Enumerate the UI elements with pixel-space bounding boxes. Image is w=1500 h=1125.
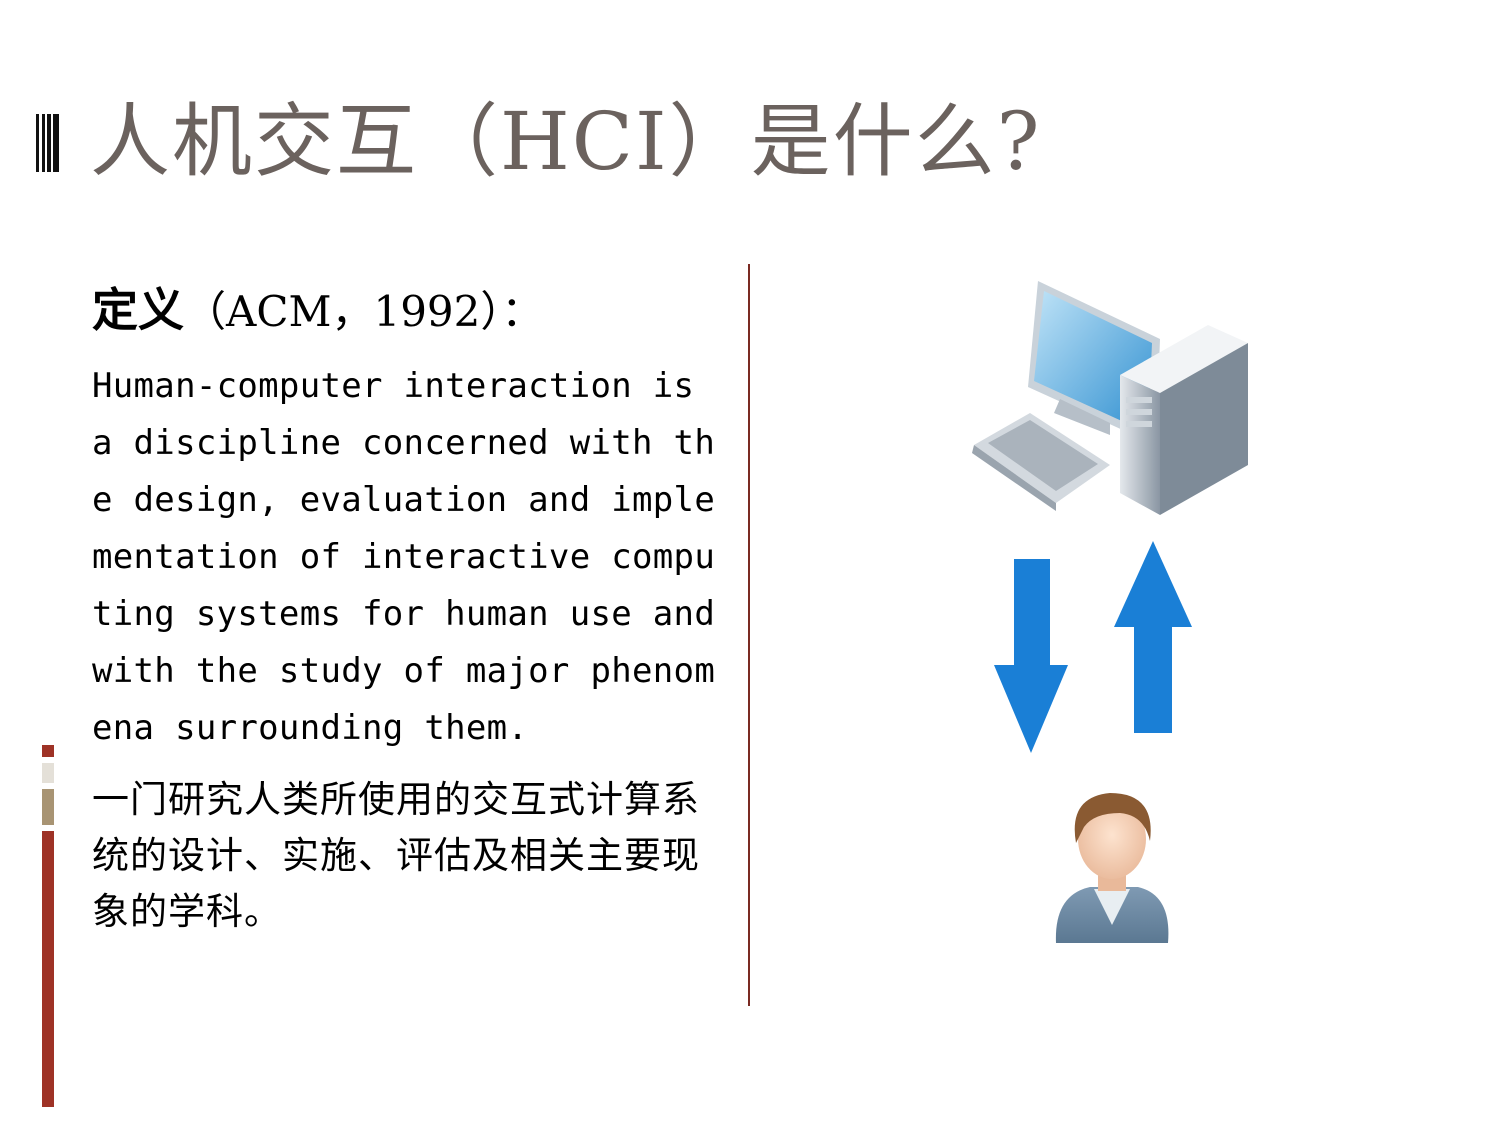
arrow-up-icon (1114, 541, 1192, 733)
definition-label: 定义 (92, 283, 184, 337)
user-icon (1055, 793, 1169, 943)
hci-illustration (972, 281, 1248, 943)
definition-heading: 定义（ACM，1992）： (92, 280, 543, 342)
arrow-down-icon (994, 559, 1068, 753)
chinese-definition: 一门研究人类所使用的交互式计算系统的设计、实施、评估及相关主要现象的学科。 (92, 778, 700, 933)
english-definition: Human-computer interaction is a discipli… (92, 366, 716, 748)
definition-source: （ACM，1992）： (184, 287, 544, 336)
column-divider (748, 264, 750, 1006)
page-title: 人机交互（HCI）是什么? (90, 95, 1042, 188)
title-bullet-icon (36, 114, 62, 172)
side-decoration (42, 745, 54, 1107)
computer-icon (972, 281, 1248, 515)
